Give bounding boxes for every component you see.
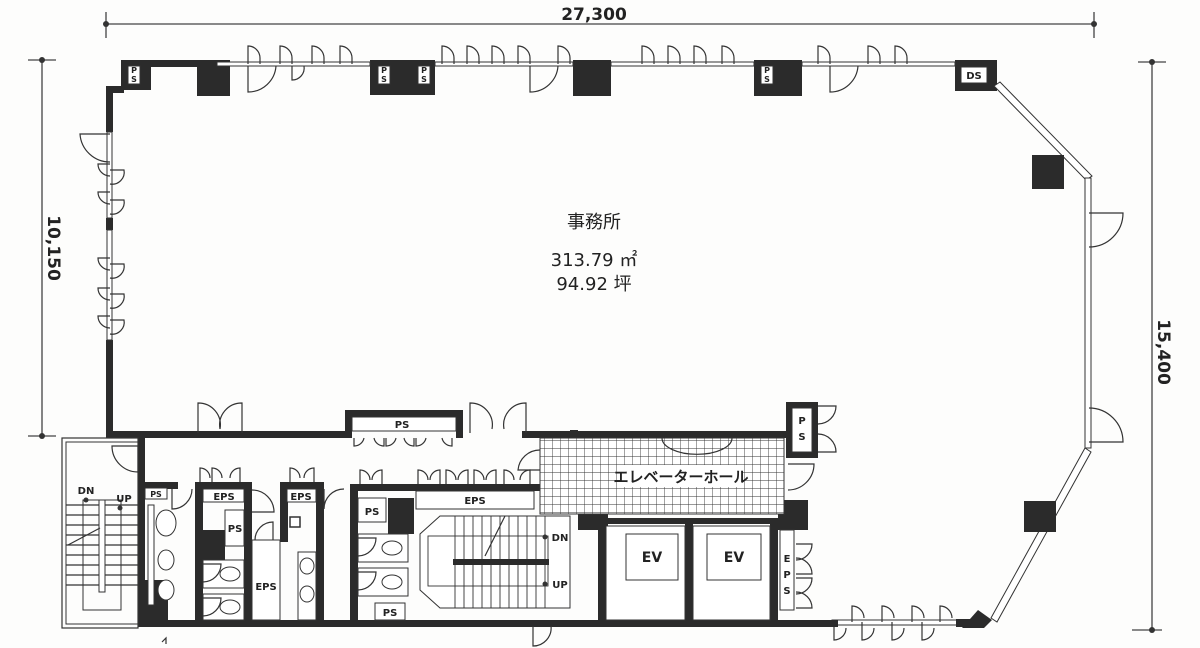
restroom-middle: EPS EPS bbox=[251, 467, 345, 621]
svg-text:E: E bbox=[784, 554, 791, 565]
svg-text:S: S bbox=[798, 432, 805, 443]
dimension-right-label: 15,400 bbox=[1153, 319, 1173, 385]
ps-right: P S bbox=[786, 402, 837, 491]
svg-text:P: P bbox=[783, 570, 790, 581]
ps-corridor: PS bbox=[351, 416, 457, 447]
svg-text:EV: EV bbox=[642, 550, 663, 566]
restroom-left: PS EPS PS bbox=[144, 467, 245, 621]
svg-text:S: S bbox=[783, 586, 790, 597]
svg-text:PS: PS bbox=[228, 524, 243, 535]
svg-text:PS: PS bbox=[383, 608, 398, 619]
svg-text:EV: EV bbox=[724, 550, 745, 566]
svg-text:P: P bbox=[764, 66, 770, 75]
dimension-top: 27,300 bbox=[103, 5, 1097, 38]
stair-center-up: UP bbox=[552, 580, 567, 591]
elevator-2: EV bbox=[692, 525, 771, 621]
svg-text:P: P bbox=[798, 416, 805, 427]
svg-text:PS: PS bbox=[395, 420, 410, 431]
eps-right: E P S bbox=[779, 529, 813, 611]
svg-text:PS: PS bbox=[150, 490, 162, 499]
office-corridor-doors bbox=[197, 402, 527, 433]
office-name: 事務所 bbox=[567, 212, 621, 233]
dimension-right: 15,400 bbox=[1132, 59, 1173, 633]
dimension-left-label: 10,150 bbox=[43, 215, 63, 281]
exterior-walls bbox=[106, 60, 1093, 628]
bottom-door-swings bbox=[833, 605, 953, 641]
stair-left-dn: DN bbox=[78, 486, 95, 497]
svg-text:P: P bbox=[381, 66, 387, 75]
elevator-1: EV bbox=[605, 525, 686, 621]
left-door-swings bbox=[79, 133, 125, 335]
svg-text:EPS: EPS bbox=[213, 492, 234, 503]
svg-text:S: S bbox=[381, 75, 387, 84]
restroom-right: PS PS bbox=[357, 469, 409, 621]
svg-text:P: P bbox=[131, 66, 137, 75]
top-shaft-labels: P S P S P S P S DS bbox=[127, 65, 988, 85]
ds-label: DS bbox=[966, 71, 982, 82]
svg-text:S: S bbox=[421, 75, 427, 84]
center-stair: DN UP bbox=[419, 515, 571, 647]
left-stair: DN UP bbox=[61, 437, 139, 629]
svg-text:EPS: EPS bbox=[255, 582, 276, 593]
dimension-width-label: 27,300 bbox=[561, 5, 627, 25]
stair-center-dn: DN bbox=[552, 533, 569, 544]
elevator-hall: エレベーターホール bbox=[539, 437, 785, 515]
top-door-swings bbox=[247, 45, 908, 93]
svg-text:EPS: EPS bbox=[464, 496, 485, 507]
right-door-swings bbox=[1088, 212, 1124, 443]
elevator-hall-label: エレベーターホール bbox=[613, 468, 748, 486]
office-area-m2: 313.79 ㎡ bbox=[551, 249, 638, 271]
stair-left-up: UP bbox=[116, 494, 131, 505]
svg-text:PS: PS bbox=[365, 507, 380, 518]
dimension-left: 10,150 bbox=[28, 57, 63, 439]
svg-text:S: S bbox=[764, 75, 770, 84]
svg-text:S: S bbox=[131, 75, 137, 84]
svg-text:P: P bbox=[421, 66, 427, 75]
svg-text:EPS: EPS bbox=[290, 492, 311, 503]
tick-mark bbox=[161, 636, 167, 644]
eps-center: EPS bbox=[415, 449, 541, 510]
office-room-label: 事務所 313.79 ㎡ 94.92 坪 bbox=[551, 212, 638, 295]
office-area-tsubo: 94.92 坪 bbox=[556, 274, 631, 295]
